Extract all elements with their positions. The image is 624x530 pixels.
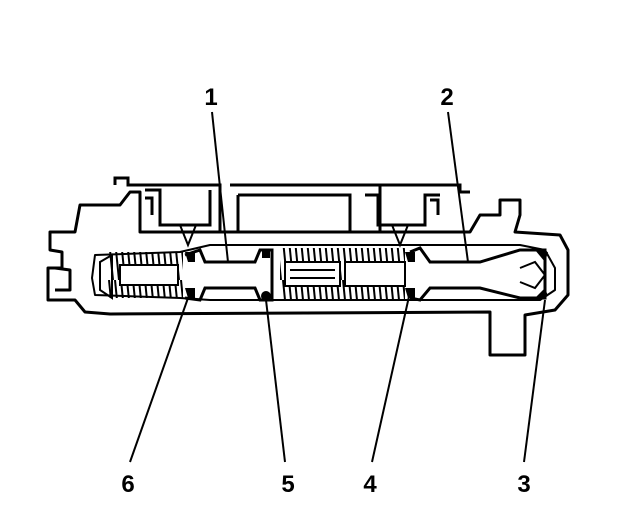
leader-line-1 [211,111,229,263]
callout-label-5: 5 [281,471,294,498]
leader-line-6 [129,297,189,463]
callout-label-6: 6 [121,471,134,498]
callout-label-2: 2 [440,84,453,111]
secondary-piston [184,248,274,302]
primary-piston [409,246,547,302]
seals [185,250,548,301]
leader-line-5 [265,299,286,463]
leader-line-2 [447,111,469,263]
leader-lines [129,111,546,463]
cylinder-housing [46,190,570,357]
callout-label-4: 4 [363,471,377,498]
primary-spring [280,248,406,300]
leader-line-3 [523,299,546,463]
secondary-spring [99,252,183,300]
callout-labels: 1 2 3 4 5 6 [121,84,530,498]
callout-label-1: 1 [204,84,217,111]
leader-line-4 [371,291,411,463]
callout-label-3: 3 [517,471,530,498]
reservoir-ports [113,176,470,248]
